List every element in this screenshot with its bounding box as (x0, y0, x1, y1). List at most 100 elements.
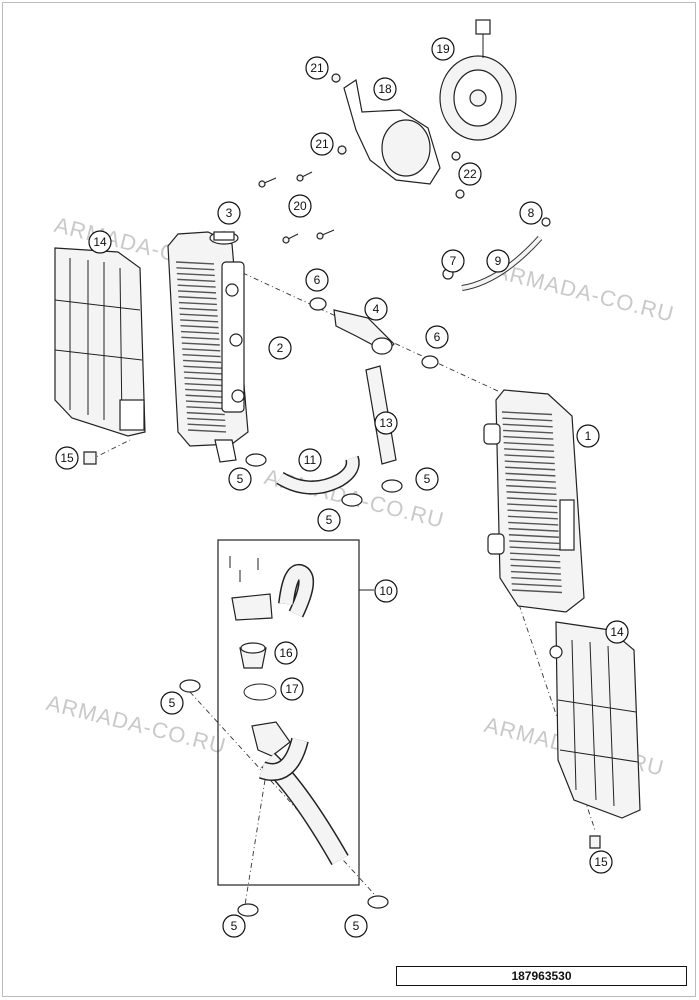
radiator-fin (176, 272, 215, 277)
callout-5[interactable]: 5 (415, 467, 439, 491)
callout-circle (274, 641, 298, 665)
callout-1[interactable]: 1 (576, 424, 600, 448)
callout-19[interactable]: 19 (431, 37, 455, 61)
callout-label: 22 (463, 167, 477, 181)
callout-circle (305, 56, 329, 80)
radiator-fin (502, 423, 553, 428)
hose-connector (309, 297, 439, 369)
callout-17[interactable]: 17 (280, 677, 304, 701)
callout-circle (280, 677, 304, 701)
callout-18[interactable]: 18 (373, 77, 397, 101)
callout-15[interactable]: 15 (589, 850, 613, 874)
bolts (83, 451, 601, 849)
part-number-label: 187963530 (396, 966, 687, 986)
callout-circle (519, 201, 543, 225)
callout-label: 6 (434, 330, 441, 344)
assembly-line (189, 691, 376, 896)
thermostat-kit (179, 556, 389, 917)
callout-circle (317, 508, 341, 532)
callout-5[interactable]: 5 (160, 691, 184, 715)
radiator-fin (178, 290, 217, 294)
radiator-fin (177, 284, 216, 288)
callout-label: 8 (528, 206, 535, 220)
callout-22[interactable]: 22 (458, 162, 482, 186)
callout-circle (576, 424, 600, 448)
radiator-fin (176, 267, 215, 271)
radiator-fin (505, 466, 556, 471)
callout-label: 5 (424, 472, 431, 486)
callout-5[interactable]: 5 (317, 508, 341, 532)
callout-label: 5 (326, 513, 333, 527)
radiator-fin (180, 330, 220, 335)
callout-circle (160, 691, 184, 715)
callout-21[interactable]: 21 (310, 132, 334, 156)
radiator-fin (181, 342, 220, 346)
radiator-fin (507, 503, 558, 508)
radiator-fin (182, 353, 221, 358)
callout-circle (415, 467, 439, 491)
callout-label: 11 (304, 453, 317, 467)
callout-circle (374, 579, 398, 603)
radiator-fin (180, 325, 219, 329)
radiator-fin (187, 423, 226, 427)
callout-circle (486, 249, 510, 273)
callout-6[interactable]: 6 (425, 325, 449, 349)
radiator-fin (186, 411, 225, 416)
callout-label: 14 (610, 625, 624, 639)
callout-13[interactable]: 13 (374, 411, 398, 435)
callout-8[interactable]: 8 (519, 201, 543, 225)
callout-label: 21 (310, 61, 324, 75)
radiator-fin (187, 417, 226, 422)
radiator-cap (209, 231, 239, 245)
callout-7[interactable]: 7 (441, 249, 465, 273)
callout-circle (589, 850, 613, 874)
radiator-fin (185, 394, 224, 398)
radiator-fin (187, 429, 227, 433)
callout-label: 15 (594, 855, 608, 869)
callout-label: 13 (379, 416, 393, 430)
callout-16[interactable]: 16 (274, 641, 298, 665)
callout-label: 21 (315, 137, 329, 151)
callout-3[interactable]: 3 (217, 201, 241, 225)
callout-15[interactable]: 15 (55, 446, 79, 470)
callout-14[interactable]: 14 (605, 620, 629, 644)
callout-6[interactable]: 6 (305, 268, 329, 292)
callout-circle (425, 325, 449, 349)
callout-circle (344, 914, 368, 938)
radiator-fin (505, 478, 556, 483)
radiator-fin (183, 365, 222, 369)
radiator-fin (504, 448, 555, 453)
callout-label: 2 (277, 341, 284, 355)
radiator-fin (504, 460, 555, 465)
callout-4[interactable]: 4 (364, 297, 388, 321)
callout-circle (55, 446, 79, 470)
callout-label: 15 (60, 451, 74, 465)
callout-circle (364, 297, 388, 321)
callout-label: 1 (585, 429, 592, 443)
callout-2[interactable]: 2 (268, 336, 292, 360)
radiator-fin (507, 515, 558, 520)
radiator-fin (509, 546, 560, 551)
callout-9[interactable]: 9 (486, 249, 510, 273)
callout-5[interactable]: 5 (228, 467, 252, 491)
callout-5[interactable]: 5 (344, 914, 368, 938)
radiator-left (167, 231, 249, 463)
radiator-fin (505, 472, 556, 477)
callout-circle (458, 162, 482, 186)
radiator-fin (511, 589, 563, 594)
callout-circle (441, 249, 465, 273)
callout-10[interactable]: 10 (374, 579, 398, 603)
callout-14[interactable]: 14 (88, 230, 112, 254)
callout-20[interactable]: 20 (288, 194, 312, 218)
callout-circle (605, 620, 629, 644)
callout-21[interactable]: 21 (305, 56, 329, 80)
radiator-fin (507, 509, 558, 514)
callout-label: 5 (169, 696, 176, 710)
radiator-fin (511, 577, 562, 581)
callout-11[interactable]: 11 (298, 448, 322, 472)
callouts: 1 2 3 4 5 5 5 5 5 5 6 6 7 8 9 10 11 13 14 14 15 15 16 17 18 19 20 2… (55, 37, 629, 938)
radiator-fin (501, 411, 553, 416)
callout-5[interactable]: 5 (222, 914, 246, 938)
radiator-fin (503, 435, 554, 440)
